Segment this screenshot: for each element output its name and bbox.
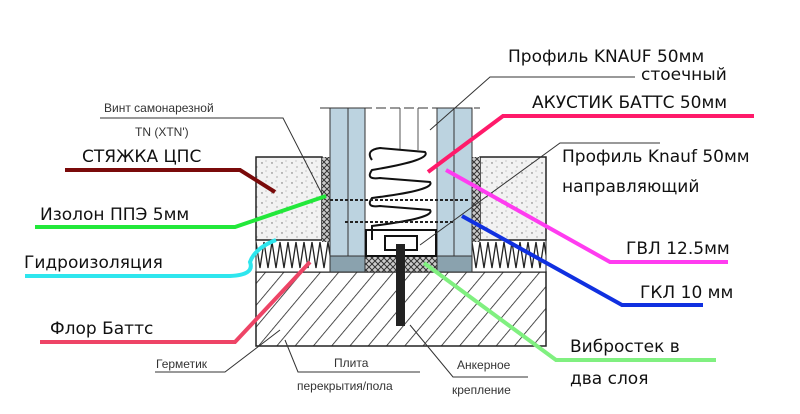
gvl-label: ГВЛ 12.5мм bbox=[626, 239, 730, 259]
gkl-right bbox=[436, 107, 455, 257]
anchor-label-2: крепление bbox=[452, 383, 511, 397]
waterproofing-leader bbox=[25, 238, 277, 278]
slab-label-2: перекрытия/пола bbox=[297, 379, 393, 393]
screed-left bbox=[255, 156, 323, 241]
gkl-left bbox=[347, 107, 366, 257]
gkl-label: ГКЛ 10 мм bbox=[640, 283, 733, 303]
vibrostek-label-1: Вибростек в bbox=[570, 337, 680, 357]
screw-label-1: Винт самонарезной bbox=[104, 101, 214, 115]
izolon-leader bbox=[35, 194, 327, 229]
izolon-left bbox=[322, 157, 330, 242]
flor-batts-leader bbox=[40, 260, 312, 344]
izolon-label: Изолон ППЭ 5мм bbox=[40, 205, 189, 225]
waterproofing-label: Гидроизоляция bbox=[24, 253, 163, 273]
vibrostek-label-2: два слоя bbox=[570, 369, 648, 389]
gvl-leader bbox=[445, 168, 728, 264]
screed-label: СТЯЖКА ЦПС bbox=[82, 147, 201, 167]
flor-batts-label: Флор Баттс bbox=[50, 319, 153, 339]
acoustic-batts bbox=[365, 146, 437, 257]
vibrostek-leader bbox=[422, 261, 716, 362]
anchor-bolt bbox=[396, 244, 405, 326]
guide-profile-label-1: Профиль Knauf 50мм bbox=[562, 147, 750, 167]
screw-label-2: TN (XTN') bbox=[135, 125, 189, 139]
acoustic-batts-leader bbox=[426, 114, 754, 174]
sealant-label: Герметик bbox=[156, 357, 208, 371]
gvl-left bbox=[329, 107, 349, 257]
screed-right bbox=[479, 156, 547, 241]
stud-profile-label-2: стоечный bbox=[641, 65, 727, 85]
slab-label-1: Плита bbox=[334, 356, 369, 370]
izolon-right bbox=[472, 157, 480, 242]
gkl-leader bbox=[461, 214, 703, 307]
anchor-label-1: Анкерное bbox=[457, 358, 511, 372]
guide-profile-label-2: направляющий bbox=[562, 177, 699, 197]
stud-profile-label-1: Профиль KNAUF 50мм bbox=[508, 47, 704, 67]
acoustic-batts-label: АКУСТИК БАТТС 50мм bbox=[532, 93, 727, 113]
screed-leader bbox=[65, 168, 277, 194]
